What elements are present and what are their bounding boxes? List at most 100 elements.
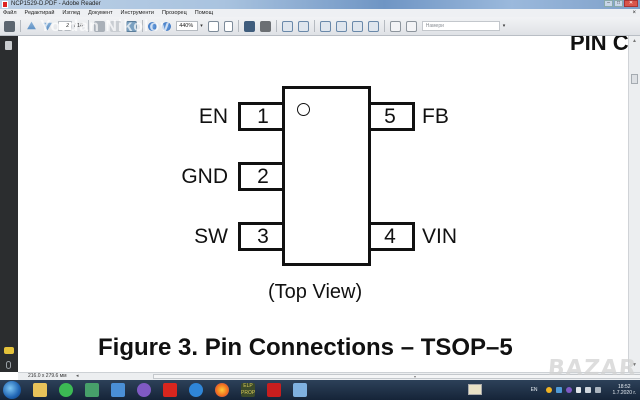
scroll-up-icon[interactable]: ▲ [632, 38, 637, 44]
scrollbar-thumb[interactable] [631, 74, 638, 84]
single-page-layout-icon[interactable] [281, 20, 293, 32]
menu-file[interactable]: Файл [3, 10, 17, 16]
toolbar-separator [237, 20, 239, 32]
zoom-in-icon[interactable] [162, 21, 172, 31]
next-page-icon[interactable] [43, 22, 52, 31]
marquee-zoom-icon[interactable] [126, 20, 138, 32]
chip-package-body [282, 86, 371, 266]
close-document-button[interactable]: × [632, 10, 636, 16]
top-view-label: (Top View) [268, 281, 363, 303]
tray-network-app-icon[interactable] [555, 387, 562, 393]
page-number-input[interactable]: 2 [58, 21, 72, 31]
two-page-continuous-icon[interactable] [367, 20, 379, 32]
single-page-view-icon[interactable] [335, 20, 347, 32]
search-app-icon[interactable] [85, 383, 99, 397]
internet-explorer-icon[interactable] [189, 383, 203, 397]
scrollbar-grip-icon[interactable]: ▾ [414, 374, 417, 379]
folder-icon[interactable] [293, 383, 307, 397]
file-explorer-icon[interactable] [33, 383, 47, 397]
toolbar-separator [88, 20, 90, 32]
menu-tools[interactable]: Инструменти [120, 10, 154, 16]
window-controls: – □ ✕ [604, 0, 638, 8]
scroll-down-icon[interactable]: ▼ [632, 362, 637, 368]
menu-window[interactable]: Прозорец [161, 10, 187, 16]
toolbar-separator [20, 20, 21, 32]
page-total: / 16 [74, 23, 84, 29]
window-title: NCP1529-D.PDF - Adobe Reader [11, 1, 101, 7]
full-screen-icon[interactable] [297, 20, 309, 32]
start-button[interactable] [3, 381, 21, 399]
horizontal-scrollbar[interactable]: ▾ [153, 374, 640, 379]
pin-label-sw: SW [194, 225, 228, 248]
rotate-left-icon[interactable] [389, 20, 401, 32]
search-input[interactable]: Намери [421, 21, 500, 31]
pin-label-fb: FB [422, 105, 449, 128]
rotate-right-icon[interactable] [405, 20, 417, 32]
close-button[interactable]: ✕ [624, 0, 638, 7]
zoom-level-input[interactable]: 440% [176, 21, 199, 31]
two-page-layout-icon[interactable] [351, 20, 363, 32]
document-page: PIN C EN 1 GND 2 SW 3 5 FB 4 VIN (Top Vi… [18, 36, 628, 372]
tray-viber-icon[interactable] [565, 387, 572, 393]
acrobat-reader-icon[interactable] [267, 383, 281, 397]
pin-4: 4 [368, 222, 415, 251]
snapshot-icon[interactable] [259, 20, 271, 32]
status-bar: 216.0 x 279.6 мм ◂ ▾ [18, 372, 640, 380]
toolbar-separator [142, 20, 144, 32]
pen-input-icon[interactable] [468, 384, 482, 395]
title-bar: NCP1529-D.PDF - Adobe Reader – □ ✕ [0, 0, 640, 9]
toolbar-separator [313, 20, 315, 32]
toolbar: 2 / 16 440% ▾ Намери ▾ [0, 17, 640, 36]
language-indicator[interactable]: EN [530, 387, 538, 393]
fit-width-icon[interactable] [207, 20, 219, 32]
volume-icon[interactable] [584, 387, 591, 393]
firefox-icon[interactable] [215, 383, 229, 397]
adobe-reader-icon [2, 1, 8, 8]
hand-tool-icon[interactable] [110, 20, 122, 32]
pages-panel-icon[interactable] [5, 41, 12, 50]
search-dropdown-icon[interactable]: ▾ [502, 23, 506, 29]
zoom-dropdown-icon[interactable]: ▾ [200, 23, 203, 29]
menu-help[interactable]: Помощ [194, 10, 214, 16]
system-tray: EN 18:52 1.7.2020 г. [531, 380, 636, 400]
fit-page-icon[interactable] [223, 20, 233, 32]
action-center-flag-icon[interactable] [575, 387, 581, 393]
pin-3: 3 [238, 222, 285, 251]
elp-app-icon[interactable]: ELP PROP [241, 383, 256, 397]
toolbar-separator [383, 20, 385, 32]
page-size-label: 216.0 x 279.6 мм [28, 373, 67, 379]
status-arrow-icon[interactable]: ◂ [76, 373, 79, 379]
comments-icon[interactable] [4, 347, 14, 354]
previous-page-icon[interactable] [27, 21, 36, 30]
green-app-icon[interactable] [59, 383, 73, 397]
toolbar-separator [275, 20, 277, 32]
network-app-icon[interactable] [111, 383, 125, 397]
pin-2: 2 [238, 162, 285, 191]
clock-date: 1.7.2020 г. [612, 390, 636, 396]
viber-icon[interactable] [137, 383, 151, 397]
select-tool-icon[interactable] [94, 20, 106, 32]
watermark-text: Yordan Nikolov [40, 18, 171, 35]
vertical-scrollbar[interactable]: ▲ ▼ [628, 36, 640, 372]
print-icon[interactable] [243, 20, 255, 32]
continuous-layout-icon[interactable] [319, 20, 331, 32]
pin-label-gnd: GND [181, 165, 228, 188]
navigation-sidebar [0, 36, 18, 372]
network-icon[interactable] [594, 387, 601, 393]
menu-view[interactable]: Изглед [62, 10, 81, 16]
menu-document[interactable]: Документ [88, 10, 113, 16]
maximize-button[interactable]: □ [614, 0, 623, 7]
menu-edit[interactable]: Редактирай [24, 10, 55, 16]
office-icon[interactable] [163, 383, 177, 397]
pin-label-en: EN [198, 105, 228, 128]
save-icon[interactable] [4, 20, 15, 32]
pin-5: 5 [368, 102, 415, 131]
minimize-button[interactable]: – [604, 0, 613, 7]
attachments-icon[interactable] [6, 361, 11, 369]
clock[interactable]: 18:52 1.7.2020 г. [613, 384, 636, 396]
tray-app-icon[interactable] [545, 387, 552, 393]
zoom-out-icon[interactable] [148, 21, 158, 31]
figure-caption: Figure 3. Pin Connections – TSOP–5 [98, 334, 513, 361]
pin1-indicator-icon [297, 103, 310, 116]
